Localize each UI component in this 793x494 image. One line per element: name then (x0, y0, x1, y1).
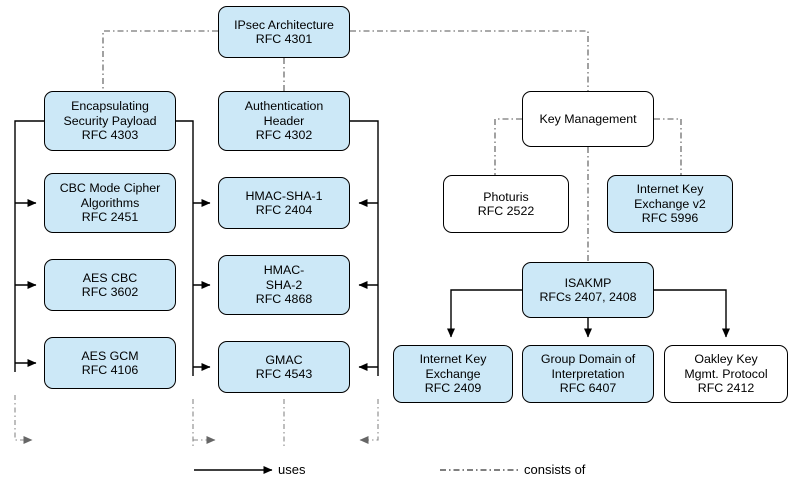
node-line: RFC 2451 (81, 210, 139, 225)
node-authentication-header[interactable]: Authentication Header RFC 4302 (218, 91, 350, 151)
node-line: CBC Mode Cipher (59, 181, 161, 196)
node-encapsulating-security-payload[interactable]: Encapsulating Security Payload RFC 4303 (44, 91, 176, 151)
node-hmac-sha-1[interactable]: HMAC-SHA-1 RFC 2404 (218, 177, 350, 229)
node-line: Security Payload (63, 113, 157, 128)
node-line: RFCs 2407, 2408 (539, 290, 637, 304)
uses-edges-left (14, 120, 44, 372)
node-line: RFC 4106 (81, 363, 139, 377)
node-line: Mgmt. Protocol (684, 366, 768, 381)
node-line: RFC 6407 (559, 381, 617, 396)
uses-edges-esp-right (176, 120, 211, 376)
node-line: RFC 5996 (641, 211, 699, 226)
node-line: RFC 2412 (697, 381, 755, 396)
node-cbc-mode-cipher-algorithms[interactable]: CBC Mode Cipher Algorithms RFC 2451 (44, 173, 176, 233)
node-line: RFC 4302 (255, 128, 313, 143)
consists-of-dangling-stubs (14, 395, 379, 447)
node-line: Interpretation (551, 366, 625, 381)
node-line: RFC 3602 (81, 285, 139, 299)
node-line: RFC 4303 (81, 128, 139, 143)
node-oakley-key-mgmt-protocol[interactable]: Oakley Key Mgmt. Protocol RFC 2412 (664, 345, 788, 403)
node-aes-cbc[interactable]: AES CBC RFC 3602 (44, 259, 176, 311)
node-group-domain-of-interpretation[interactable]: Group Domain of Interpretation RFC 6407 (522, 345, 654, 403)
node-line: RFC 2522 (477, 204, 535, 218)
node-line: AES CBC (82, 270, 138, 285)
node-line: IPsec Architecture (234, 17, 334, 32)
node-line: Authentication (244, 99, 324, 114)
node-line: RFC 4301 (255, 32, 313, 46)
node-line: HMAC- (263, 263, 305, 278)
node-isakmp[interactable]: ISAKMP RFCs 2407, 2408 (522, 262, 654, 318)
node-line: Header (263, 113, 305, 128)
node-hmac-sha-2[interactable]: HMAC- SHA-2 RFC 4868 (218, 255, 350, 315)
node-line: HMAC-SHA-1 (245, 188, 323, 203)
node-line: Group Domain of (540, 352, 636, 367)
node-line: AES GCM (81, 348, 139, 363)
node-line: GMAC (265, 352, 303, 367)
node-line: Algorithms (80, 195, 140, 210)
node-line: RFC 4868 (255, 292, 313, 307)
node-gmac[interactable]: GMAC RFC 4543 (218, 341, 350, 393)
node-line: RFC 2404 (255, 203, 313, 217)
node-internet-key-exchange-v2[interactable]: Internet Key Exchange v2 RFC 5996 (607, 175, 733, 233)
node-internet-key-exchange[interactable]: Internet Key Exchange RFC 2409 (393, 345, 513, 403)
node-line: Oakley Key (694, 352, 758, 367)
node-line: ISAKMP (564, 275, 612, 290)
uses-edges-ah-right (350, 120, 379, 376)
node-aes-gcm[interactable]: AES GCM RFC 4106 (44, 337, 176, 389)
node-line: Encapsulating (71, 99, 149, 114)
legend-label-uses: uses (278, 462, 306, 477)
node-key-management[interactable]: Key Management (522, 91, 654, 147)
node-line: Internet Key (419, 352, 487, 367)
legend-label-consists-of: consists of (524, 462, 586, 477)
node-line: Internet Key (636, 182, 704, 197)
node-line: Photuris (483, 189, 529, 204)
node-line: RFC 2409 (424, 381, 482, 396)
node-line: Key Management (539, 111, 637, 126)
node-line: Exchange (425, 366, 481, 381)
node-photuris[interactable]: Photuris RFC 2522 (443, 175, 569, 233)
node-line: Exchange v2 (634, 196, 706, 211)
node-line: RFC 4543 (255, 367, 313, 381)
node-line: SHA-2 (265, 277, 303, 292)
node-ipsec-architecture[interactable]: IPsec Architecture RFC 4301 (218, 6, 350, 58)
